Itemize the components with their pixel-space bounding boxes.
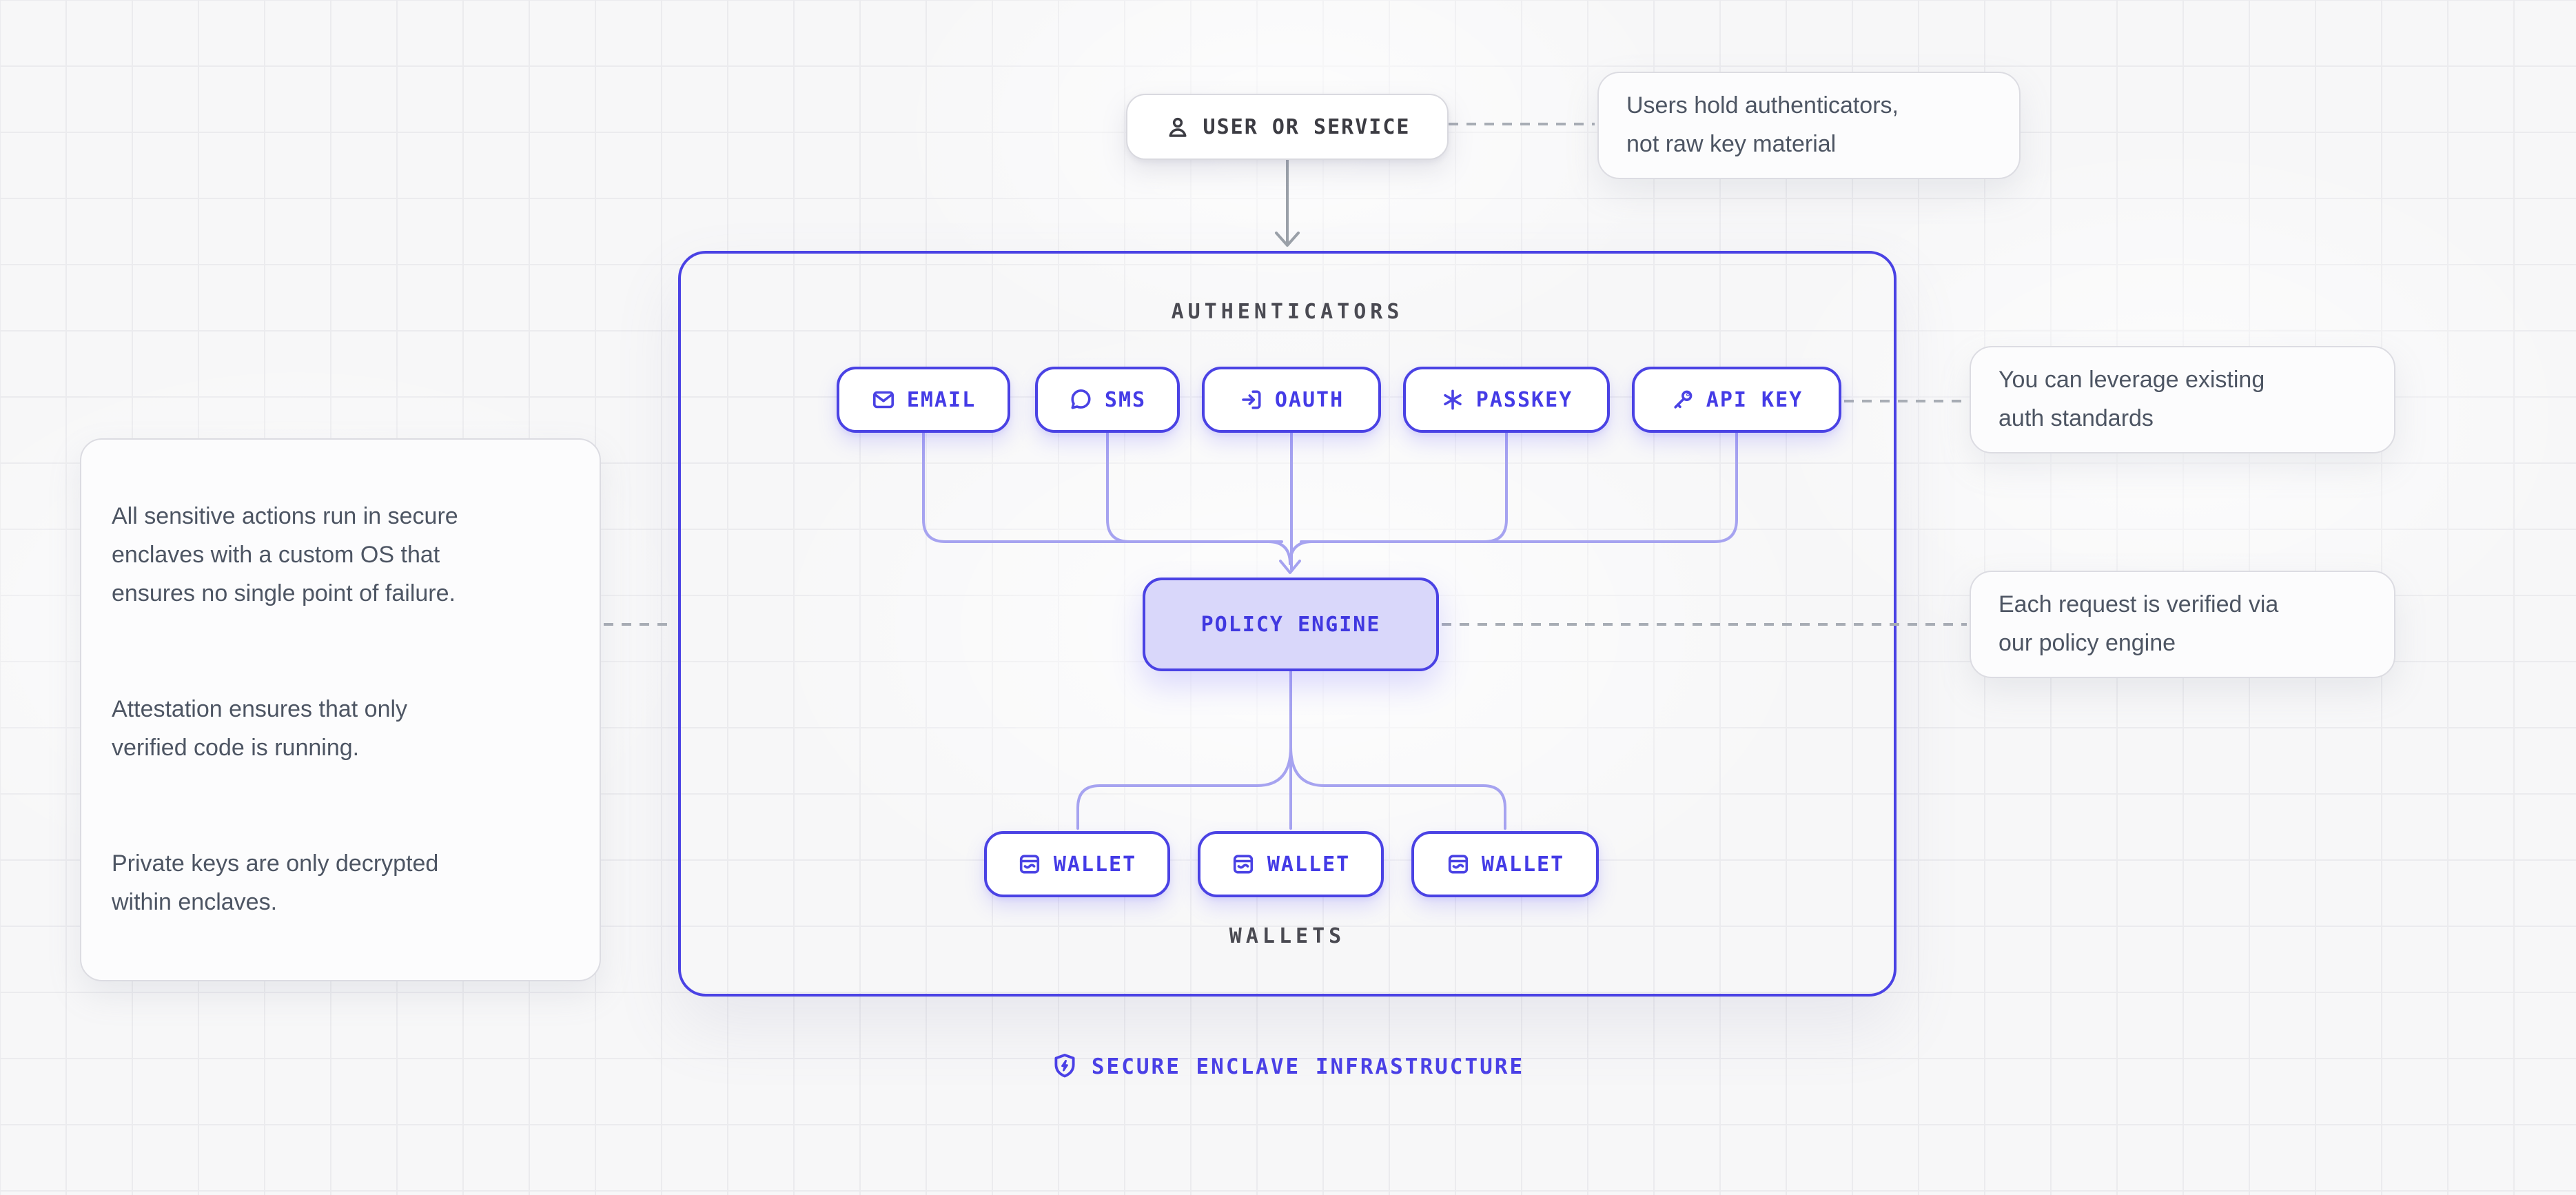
auth-method-oauth: OAUTH — [1202, 367, 1381, 433]
wallet-label: WALLET — [1481, 852, 1565, 877]
auth-method-label: OAUTH — [1274, 387, 1345, 412]
secure-enclave-footer: SECURE ENCLAVE INFRASTRUCTURE — [678, 1052, 1897, 1081]
policy-engine-label: POLICY ENGINE — [1200, 612, 1381, 637]
callout-enclave-paragraph-3: Private keys are only decrypted within e… — [112, 850, 439, 915]
person-icon — [1165, 114, 1191, 140]
auth-method-passkey: PASSKEY — [1403, 367, 1610, 433]
asterisk-icon — [1440, 387, 1465, 412]
wallet-node-1: WALLET — [984, 831, 1170, 897]
wallet-node-3: WALLET — [1411, 831, 1599, 897]
wallets-group-label: WALLETS — [1229, 923, 1346, 948]
auth-method-label: EMAIL — [906, 387, 977, 412]
user-or-service-node: USER OR SERVICE — [1126, 94, 1449, 160]
secure-enclave-footer-label: SECURE ENCLAVE INFRASTRUCTURE — [1091, 1054, 1525, 1079]
user-or-service-label: USER OR SERVICE — [1203, 114, 1411, 139]
wallet-label: WALLET — [1267, 852, 1351, 877]
callout-auth-standards: You can leverage existing auth standards — [1970, 346, 2395, 453]
auth-method-label: API KEY — [1706, 387, 1803, 412]
auth-method-email: EMAIL — [837, 367, 1010, 433]
auth-method-sms: SMS — [1035, 367, 1180, 433]
log-in-icon — [1239, 387, 1264, 412]
callout-secure-enclaves: All sensitive actions run in secure encl… — [80, 438, 601, 981]
dashed-note-connectors — [604, 123, 1967, 626]
chat-bubble-icon — [1069, 387, 1094, 412]
callout-policy-engine: Each request is verified via our policy … — [1970, 571, 2395, 678]
envelope-icon — [871, 387, 896, 412]
wallet-icon — [1231, 852, 1256, 877]
callout-users-hold-authenticators: Users hold authenticators, not raw key m… — [1597, 72, 2021, 179]
connector-user-to-container — [1275, 159, 1300, 247]
shield-bolt-icon — [1050, 1052, 1079, 1081]
wallet-node-2: WALLET — [1198, 831, 1384, 897]
wallet-icon — [1018, 852, 1043, 877]
wallet-label: WALLET — [1053, 852, 1137, 877]
connectors-auth-to-policy — [922, 431, 1738, 574]
wallet-icon — [1446, 852, 1471, 877]
callout-enclave-paragraph-2: Attestation ensures that only verified c… — [112, 696, 408, 761]
authenticators-title: AUTHENTICATORS — [1171, 299, 1404, 324]
auth-method-api-key: API KEY — [1632, 367, 1841, 433]
auth-method-label: PASSKEY — [1475, 387, 1573, 412]
key-icon — [1670, 387, 1695, 412]
policy-engine-node: POLICY ENGINE — [1143, 578, 1439, 671]
connectors-policy-to-wallets — [1076, 670, 1506, 830]
auth-method-label: SMS — [1104, 387, 1147, 412]
callout-enclave-paragraph-1: All sensitive actions run in secure encl… — [112, 503, 458, 606]
